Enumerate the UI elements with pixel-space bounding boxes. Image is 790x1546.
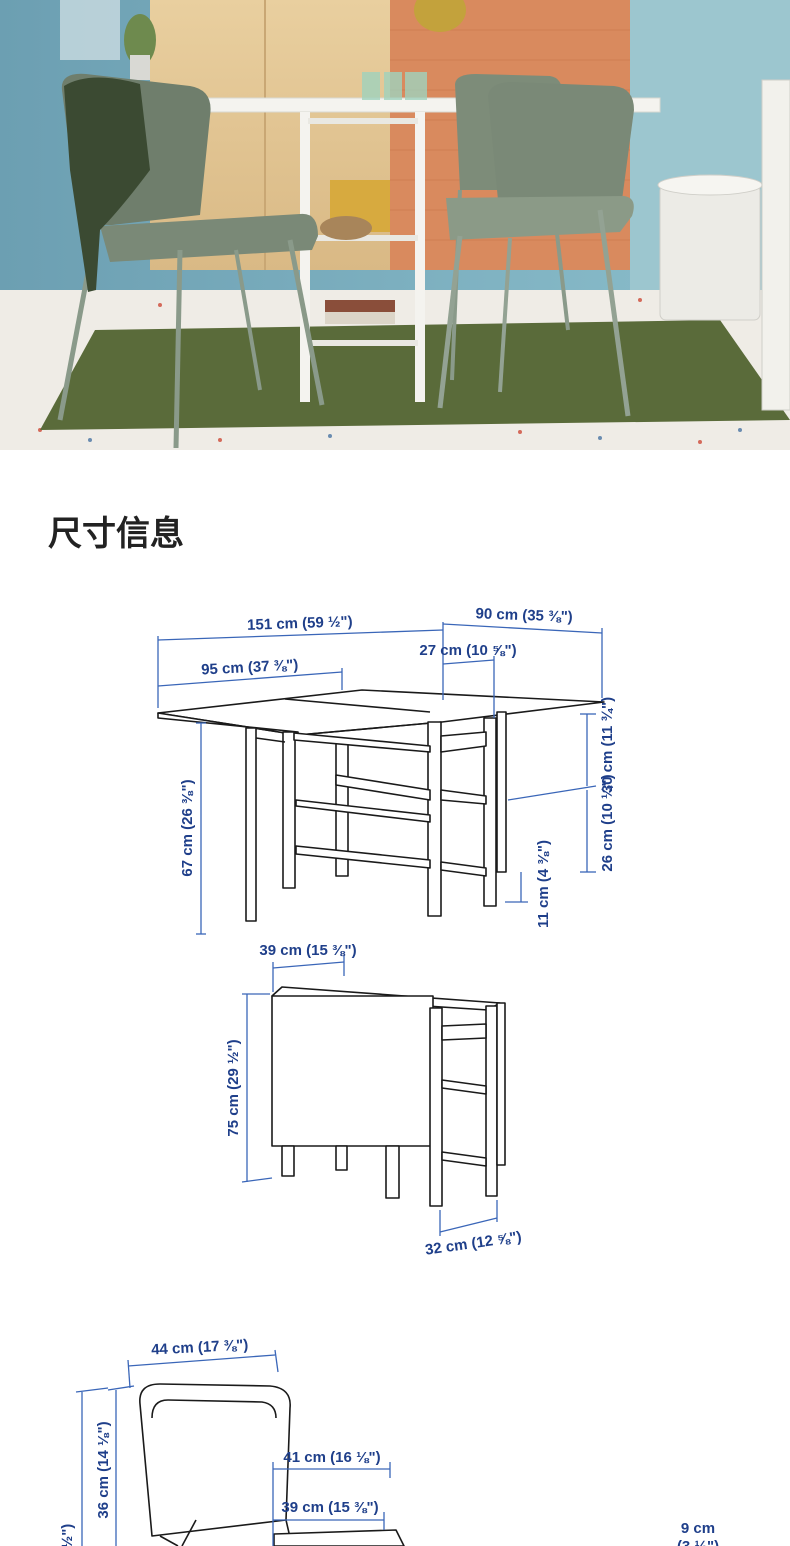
dim-seat-depth: 39 cm (15 ⅜") [281, 1499, 378, 1516]
dim-lower-shelf: 26 cm (10 ¼") [599, 774, 616, 871]
dim-table-depth: 90 cm (35 ⅜") [475, 605, 573, 625]
hero-photo [0, 0, 790, 450]
open-table-drawing [157, 689, 605, 922]
dim-folded-width: 39 cm (15 ⅜") [259, 942, 356, 959]
dim-folded-height: 75 cm (29 ½") [225, 1039, 242, 1136]
dim-table-length: 151 cm (59 ½") [247, 613, 353, 634]
chair-drawing [139, 1383, 405, 1546]
dim-upper-shelf: 30 cm (11 ¾") [599, 697, 616, 793]
dim-bottom-clearance: 11 cm (4 ⅜") [535, 840, 552, 928]
dim-chair-right-value: 9 cm [681, 1520, 715, 1537]
dim-leaf-width: 95 cm (37 ⅜") [201, 656, 299, 678]
dim-chair-width: 44 cm (17 ⅜") [151, 1336, 249, 1358]
chair-dimensions: 44 cm (17 ⅜") 36 cm (14 ⅛") ½") 41 cm (1… [59, 1336, 719, 1546]
dim-chair-back-height: 36 cm (14 ⅛") [95, 1421, 112, 1518]
folded-table-drawing [271, 986, 506, 1207]
dim-chair-right-value-partial: (3 ½") [677, 1538, 719, 1546]
dim-chair-side-partial: ½") [59, 1524, 76, 1546]
folded-table-dimensions: 39 cm (15 ⅜") 75 cm (29 ½") 32 cm (12 ⅝"… [225, 942, 523, 1259]
dim-shelf-width: 27 cm (10 ⅝") [419, 642, 516, 659]
open-table-dimensions: 151 cm (59 ½") 90 cm (35 ⅜") 95 cm (37 ⅜… [157, 605, 616, 935]
dim-folded-depth: 32 cm (12 ⅝") [424, 1228, 523, 1258]
hero-photo-illustration [0, 0, 790, 450]
page-title: 尺寸信息 [48, 514, 184, 554]
dim-table-height: 67 cm (26 ⅜") [179, 779, 196, 876]
dim-seat-width: 41 cm (16 ⅛") [283, 1449, 380, 1466]
